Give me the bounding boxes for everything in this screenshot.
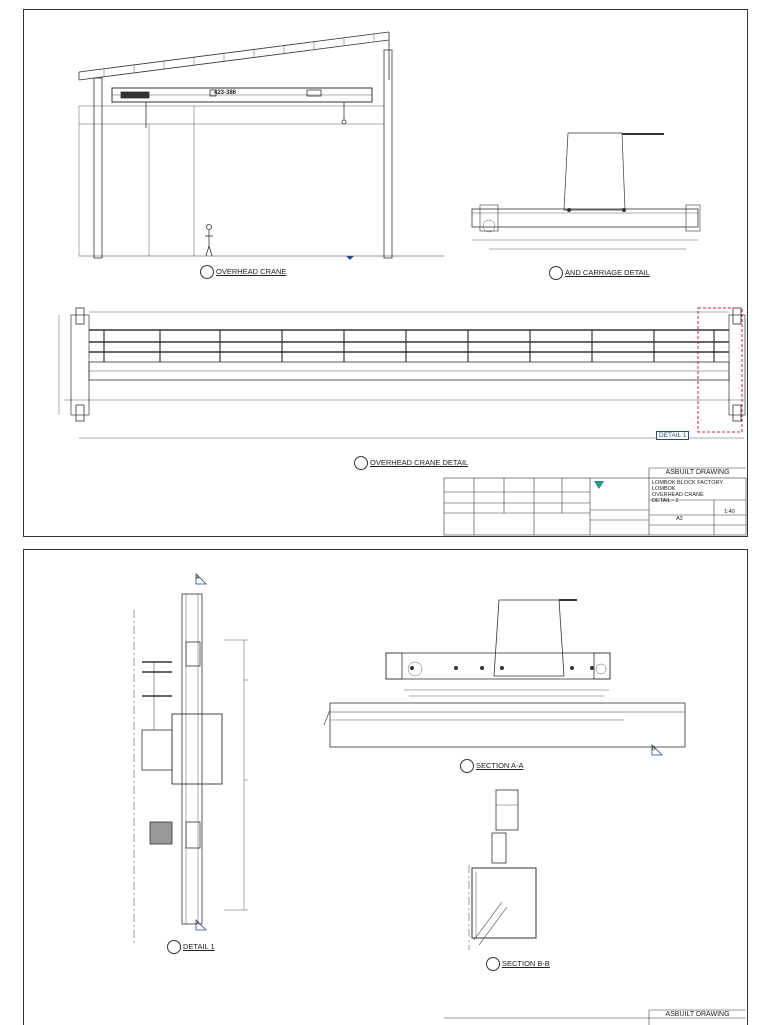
drawing-scale: 1:40 bbox=[724, 509, 735, 515]
project-name: LOMBOK BLOCK FACTORY LOMBOK OVERHEAD CRA… bbox=[652, 480, 724, 505]
overhead-crane-title: OVERHEAD CRANE bbox=[200, 265, 286, 279]
drawing-sheet-2: A A B DETAIL 1 SECTION A-A SECTION B-B A… bbox=[23, 549, 748, 1025]
section-marker-icon bbox=[486, 957, 500, 971]
marker-a-bottom: A bbox=[196, 921, 200, 927]
detail-1-title: DETAIL 1 bbox=[167, 940, 215, 954]
section-marker-icon bbox=[549, 266, 563, 280]
section-marker-icon bbox=[354, 456, 368, 470]
drawing-type: ASBUILT DRAWING bbox=[665, 469, 730, 476]
sheet1-drawing bbox=[58, 31, 747, 536]
drawing-type-2: ASBUILT DRAWING bbox=[665, 1011, 730, 1018]
section-marker-icon bbox=[200, 265, 214, 279]
section-marker-icon bbox=[460, 759, 474, 773]
paper-size: A3 bbox=[676, 516, 683, 522]
section-bb-title: SECTION B-B bbox=[486, 957, 550, 971]
marker-b: B bbox=[652, 746, 656, 752]
marker-a-top: A bbox=[196, 575, 200, 581]
carriage-detail-title: AND CARRIAGE DETAIL bbox=[549, 266, 650, 280]
section-marker-icon bbox=[167, 940, 181, 954]
section-aa-title: SECTION A-A bbox=[460, 759, 524, 773]
sheet2-drawing bbox=[133, 573, 746, 1025]
drawing-sheet-1: OVERHEAD CRANE 423-386 AND CARRIAGE DETA… bbox=[23, 9, 748, 537]
crane-detail-title: OVERHEAD CRANE DETAIL bbox=[354, 456, 468, 470]
crane-number: 423-386 bbox=[214, 90, 237, 96]
detail-1-callout[interactable]: DETAIL 1 bbox=[656, 431, 690, 440]
